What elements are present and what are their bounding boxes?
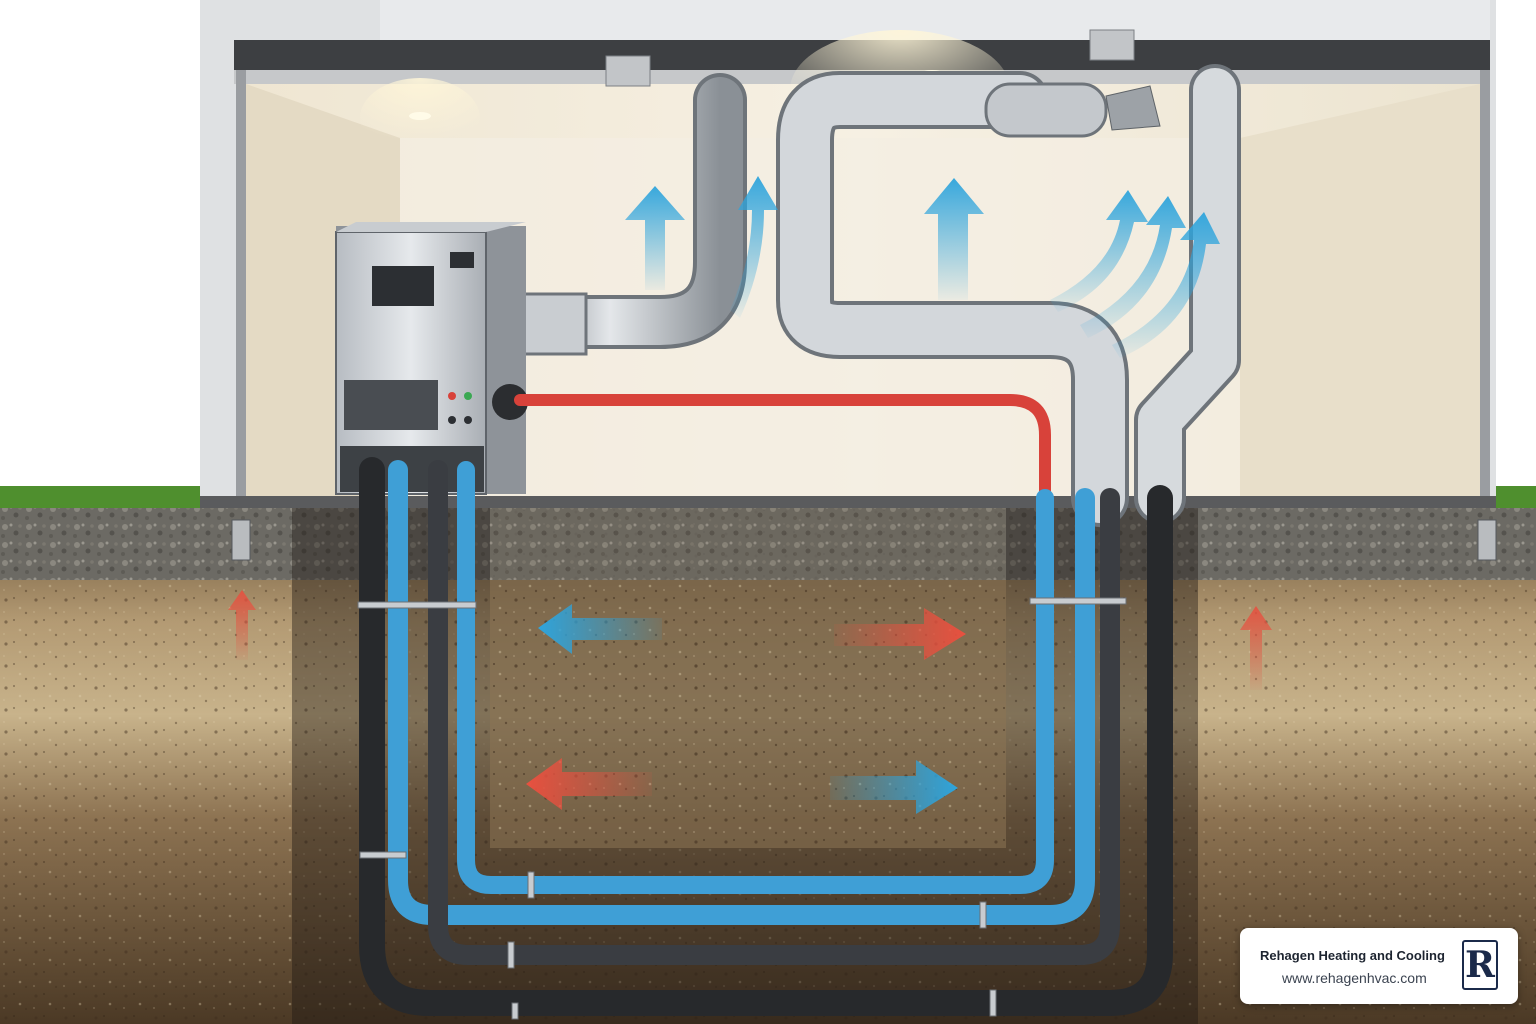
footing	[231, 519, 251, 561]
duct-fan-housing	[984, 82, 1108, 138]
ceiling-light	[409, 112, 431, 120]
arrow-right-icon	[834, 608, 966, 660]
access-panel	[344, 380, 438, 430]
indicator-light-green	[464, 392, 472, 400]
footing	[1477, 519, 1497, 561]
arrow-up-icon	[924, 178, 984, 300]
ground-loop	[359, 457, 1173, 1016]
duct-outlet	[1105, 85, 1161, 131]
control-knob	[464, 416, 472, 424]
arrow-up-icon	[730, 176, 778, 318]
arrow-right-icon	[830, 760, 958, 814]
arrow-up-icon	[1080, 196, 1186, 338]
hot-refrigerant-line	[514, 394, 1051, 504]
arrow-up-icon	[1240, 606, 1272, 690]
grass-left	[0, 486, 200, 508]
brand-logo-icon: R	[1462, 940, 1498, 990]
arrow-up-icon	[1112, 212, 1220, 358]
supply-pipe	[457, 461, 1054, 894]
ground-heat-arrows	[228, 590, 1272, 814]
air-flow-arrows	[625, 176, 1220, 358]
ductwork	[493, 64, 1241, 527]
arrow-up-icon	[228, 590, 256, 660]
brand-url: www.rehagenhvac.com	[1282, 970, 1427, 986]
brand-logo-letter: R	[1465, 944, 1495, 986]
grass-right	[1496, 486, 1536, 508]
brand-name: Rehagen Heating and Cooling	[1260, 948, 1445, 963]
heat-pump-unit	[335, 222, 528, 495]
supply-pipe	[388, 460, 1095, 925]
brand-card: Rehagen Heating and Cooling www.rehagenh…	[1240, 928, 1518, 1004]
return-pipe	[428, 460, 1120, 965]
return-pipe	[359, 457, 1173, 1016]
arrow-up-icon	[625, 186, 685, 290]
arrow-up-icon	[1050, 190, 1148, 312]
pipe-clamps	[357, 597, 1127, 1020]
status-display	[450, 252, 474, 268]
arrow-left-icon	[526, 758, 652, 810]
control-display	[372, 266, 434, 306]
arrow-left-icon	[538, 604, 662, 654]
control-knob	[448, 416, 456, 424]
indicator-light-red	[448, 392, 456, 400]
refrigerant-port	[492, 384, 528, 420]
